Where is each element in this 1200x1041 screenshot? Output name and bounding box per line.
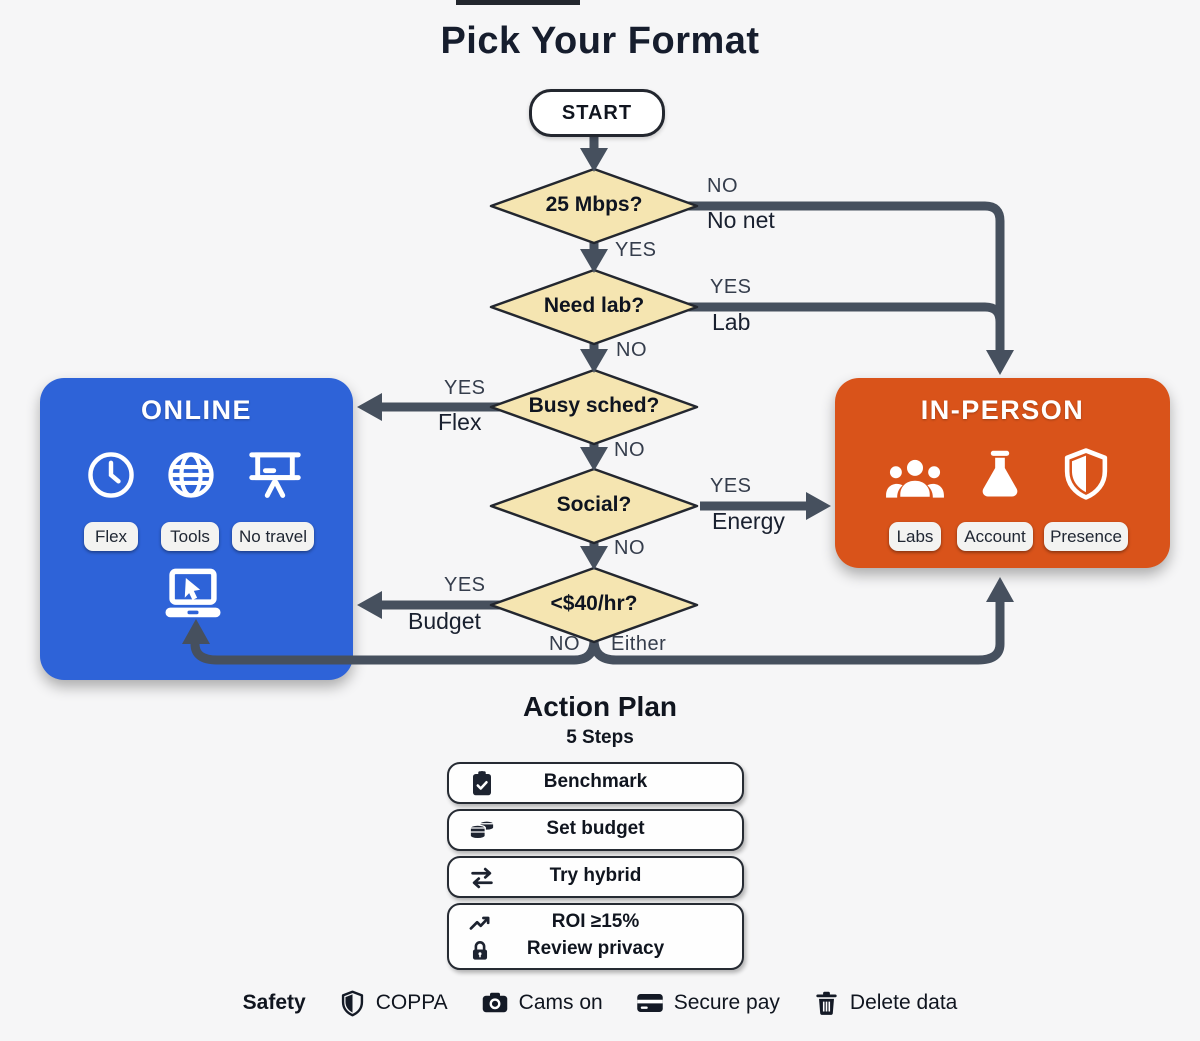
- action-step-label: Set budget: [546, 818, 645, 839]
- branch-word: NO: [614, 439, 645, 461]
- inperson-badge-labs: Labs: [889, 522, 941, 551]
- start-node: START: [529, 89, 665, 137]
- swap-arrows-icon: [471, 867, 493, 889]
- inperson-badge-account: Account: [957, 522, 1033, 551]
- top-crop-artifact: [456, 0, 580, 5]
- decision-label-bandwidth: 25 Mbps?: [545, 193, 643, 216]
- trend-up-icon: [469, 916, 490, 930]
- branch-note: Flex: [438, 409, 482, 435]
- arrowhead: [580, 546, 608, 570]
- safety-item-pay: Secure pay: [635, 988, 780, 1018]
- action-step-label: Try hybrid: [549, 865, 642, 886]
- credit-card-icon: [636, 994, 663, 1012]
- safety-item-delete: Delete data: [812, 989, 957, 1018]
- online-badge-flex: Flex: [84, 522, 138, 551]
- decision-label-price: <$40/hr?: [550, 592, 638, 615]
- trash-icon: [816, 991, 837, 1015]
- safety-footer: Safety COPPA Cams on Secure pay Delete d…: [0, 984, 1200, 1022]
- arrowhead: [357, 393, 382, 421]
- camera-icon: [482, 992, 507, 1013]
- coins-icon: [469, 820, 495, 840]
- action-plan-subtitle: 5 Steps: [566, 727, 634, 748]
- inperson-title: IN-PERSON: [920, 395, 1085, 425]
- inperson-badge-presence: Presence: [1044, 522, 1128, 551]
- online-title: ONLINE: [140, 395, 252, 425]
- decision-label-social: Social?: [556, 493, 632, 516]
- badge-label: Presence: [1050, 526, 1122, 546]
- people-group-icon: [886, 459, 944, 498]
- arrowhead: [806, 492, 831, 520]
- arrowhead: [580, 349, 608, 373]
- online-badge-tools: Tools: [161, 522, 219, 551]
- action-step-label: Benchmark: [543, 771, 648, 792]
- safety-item-label: COPPA: [375, 991, 448, 1014]
- branch-word: YES: [615, 239, 657, 261]
- arrowhead: [986, 350, 1014, 375]
- branch-note: Budget: [408, 608, 481, 634]
- badge-label: Tools: [170, 526, 210, 546]
- arrowhead: [357, 591, 382, 619]
- shield-icon: [1064, 448, 1108, 500]
- safety-item-label: Cams on: [518, 991, 603, 1014]
- lock-icon: [472, 941, 488, 960]
- action-step-label: ROI ≥15%: [551, 911, 640, 932]
- flask-icon: [982, 450, 1018, 497]
- branch-word: NO: [549, 633, 580, 655]
- branch-word: YES: [710, 276, 752, 298]
- page-title: Pick Your Format: [440, 20, 760, 62]
- online-badge-no-travel: No travel: [232, 522, 314, 551]
- badge-label: Flex: [94, 526, 128, 546]
- arrowhead: [580, 447, 608, 471]
- action-step-budget: Set budget: [447, 809, 744, 851]
- action-step-hybrid: Try hybrid: [447, 856, 744, 898]
- badge-label: Labs: [896, 526, 934, 546]
- action-step-roi-privacy: ROI ≥15% Review privacy: [447, 903, 744, 970]
- safety-item-label: Delete data: [849, 991, 958, 1014]
- branch-note: No net: [707, 207, 775, 233]
- action-plan-title: Action Plan: [522, 691, 677, 722]
- safety-item-cams: Cams on: [480, 988, 603, 1018]
- safety-label: Safety: [242, 991, 306, 1014]
- clock-icon: [88, 452, 134, 498]
- arrowhead: [580, 148, 608, 172]
- badge-label: No travel: [238, 526, 308, 546]
- branch-word: YES: [444, 574, 486, 596]
- branch-word: YES: [444, 377, 486, 399]
- safety-item-coppa: COPPA: [338, 989, 448, 1018]
- action-step-benchmark: Benchmark: [447, 762, 744, 804]
- branch-note: Lab: [712, 309, 751, 335]
- easel-icon: [249, 452, 301, 498]
- branch-word: YES: [710, 475, 752, 497]
- branch-word: NO: [614, 537, 645, 559]
- action-step-label: Review privacy: [526, 938, 665, 959]
- clipboard-check-icon: [473, 771, 491, 796]
- arrowhead: [986, 577, 1014, 602]
- branch-note: Energy: [712, 508, 785, 534]
- arrowhead: [580, 249, 608, 273]
- badge-label: Account: [964, 526, 1026, 546]
- branch-word: Either: [611, 633, 667, 655]
- branch-word: NO: [616, 339, 647, 361]
- safety-item-label: Secure pay: [673, 991, 780, 1014]
- decision-label-lab: Need lab?: [543, 294, 645, 317]
- decision-label-schedule: Busy sched?: [528, 394, 660, 417]
- laptop-cursor-icon: [165, 568, 221, 618]
- globe-icon: [168, 452, 214, 498]
- shield-icon: [341, 990, 363, 1016]
- branch-word: NO: [707, 175, 738, 197]
